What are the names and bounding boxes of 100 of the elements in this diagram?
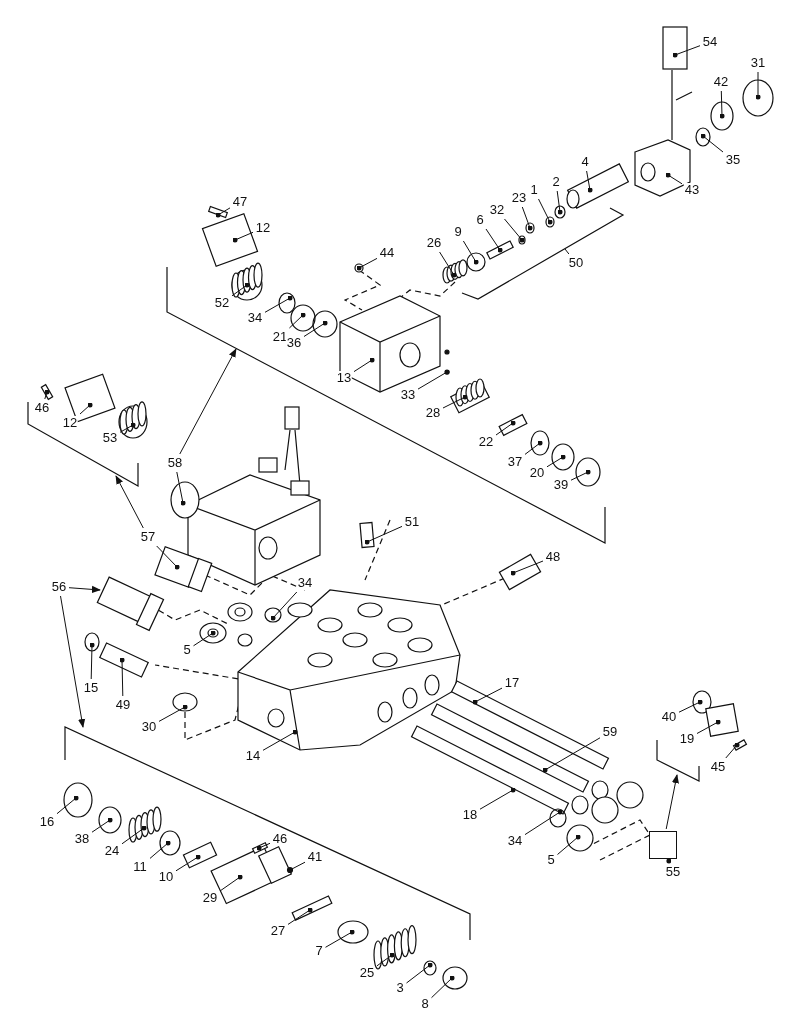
callout-number: 6 xyxy=(475,213,485,227)
callout-number: 19 xyxy=(678,732,696,746)
leader-line xyxy=(479,787,516,810)
leader-line xyxy=(44,389,50,400)
callout-number: 13 xyxy=(335,371,353,385)
arrow xyxy=(179,348,237,455)
leader-line xyxy=(219,874,243,892)
callout-number: 35 xyxy=(724,153,742,167)
leader-line xyxy=(719,90,725,119)
leader-line xyxy=(353,357,375,373)
callout-number: 36 xyxy=(285,336,303,350)
callout-number: 5 xyxy=(182,643,192,657)
leader-line xyxy=(89,642,95,680)
callout-number: 57 xyxy=(139,530,157,544)
leader-line xyxy=(504,218,525,243)
leader-line xyxy=(176,471,186,506)
leader-line xyxy=(524,440,543,455)
callout-number: 9 xyxy=(453,225,463,239)
leader-line xyxy=(79,402,93,415)
leader-line xyxy=(262,729,298,751)
leader-line xyxy=(149,840,171,859)
callout-number: 43 xyxy=(683,183,701,197)
leader-line xyxy=(356,257,378,271)
leader-line xyxy=(439,251,457,278)
callout-number: 39 xyxy=(552,478,570,492)
callout-number: 30 xyxy=(140,720,158,734)
leader-line xyxy=(570,469,591,481)
arrow xyxy=(68,585,101,593)
leader-line xyxy=(193,630,216,647)
callout-number: 11 xyxy=(132,860,148,874)
leader-line xyxy=(462,240,479,265)
callout-number: 10 xyxy=(157,870,175,884)
leader-line xyxy=(485,228,503,253)
leader-line xyxy=(256,842,271,851)
callout-number: 44 xyxy=(378,246,396,260)
leader-line xyxy=(232,231,254,243)
callout-number: 18 xyxy=(461,808,479,822)
callout-number: 37 xyxy=(506,455,524,469)
leader-line xyxy=(556,190,563,215)
leader-line xyxy=(510,560,544,576)
leader-line xyxy=(564,248,570,255)
callout-number: 25 xyxy=(358,966,376,980)
callout-number: 34 xyxy=(246,311,264,325)
callout-number: 26 xyxy=(425,236,443,250)
callout-number: 33 xyxy=(399,388,417,402)
leader-line xyxy=(270,591,298,621)
callout-number: 50 xyxy=(567,256,585,270)
flange-part xyxy=(649,831,677,859)
leader-line xyxy=(119,657,125,697)
callout-number: 52 xyxy=(213,296,231,310)
callout-number: 16 xyxy=(38,815,56,829)
callout-number: 3 xyxy=(395,981,405,995)
leader-line xyxy=(364,525,403,545)
leader-line xyxy=(442,394,468,409)
leader-line xyxy=(472,687,503,705)
leader-line xyxy=(158,704,188,722)
callout-number: 34 xyxy=(296,576,314,590)
callout-number: 20 xyxy=(528,466,546,480)
callout-number: 24 xyxy=(103,844,121,858)
arrow xyxy=(665,774,679,830)
leader-line xyxy=(546,454,566,468)
leader-line xyxy=(156,545,180,570)
callout-number: 49 xyxy=(114,698,132,712)
callout-number: 59 xyxy=(601,725,619,739)
leader-line xyxy=(665,172,683,185)
callout-number: 27 xyxy=(269,924,287,938)
callout-number: 53 xyxy=(101,431,119,445)
callout-number: 45 xyxy=(709,760,727,774)
callout-number: 4 xyxy=(580,155,590,169)
leader-line xyxy=(231,282,250,297)
callout-number: 38 xyxy=(73,832,91,846)
callout-number: 14 xyxy=(244,749,262,763)
leader-line xyxy=(287,907,313,925)
leader-line xyxy=(678,699,703,713)
leader-line xyxy=(586,170,593,193)
callout-number: 54 xyxy=(701,35,719,49)
leader-line xyxy=(755,71,761,100)
callout-number: 46 xyxy=(33,401,51,415)
leader-line xyxy=(175,854,201,872)
callout-number: 46 xyxy=(271,832,289,846)
callout-number: 58 xyxy=(166,456,184,470)
leader-line xyxy=(524,809,563,836)
callout-number: 41 xyxy=(306,850,324,864)
callout-number: 40 xyxy=(660,710,678,724)
arrow xyxy=(60,595,86,728)
leader-line xyxy=(538,198,553,225)
leader-line xyxy=(325,929,355,948)
callout-number: 23 xyxy=(510,191,528,205)
callout-number: 15 xyxy=(82,681,100,695)
leader-line xyxy=(406,962,433,984)
leader-line xyxy=(666,858,672,864)
callout-number: 22 xyxy=(477,435,495,449)
arrow xyxy=(115,475,144,529)
leader-line xyxy=(431,975,455,999)
callout-number: 2 xyxy=(551,175,561,189)
leader-line xyxy=(56,795,79,815)
leader-line xyxy=(288,312,306,329)
callout-number: 12 xyxy=(61,416,79,430)
leader-line xyxy=(119,422,136,433)
leader-line xyxy=(91,817,113,833)
